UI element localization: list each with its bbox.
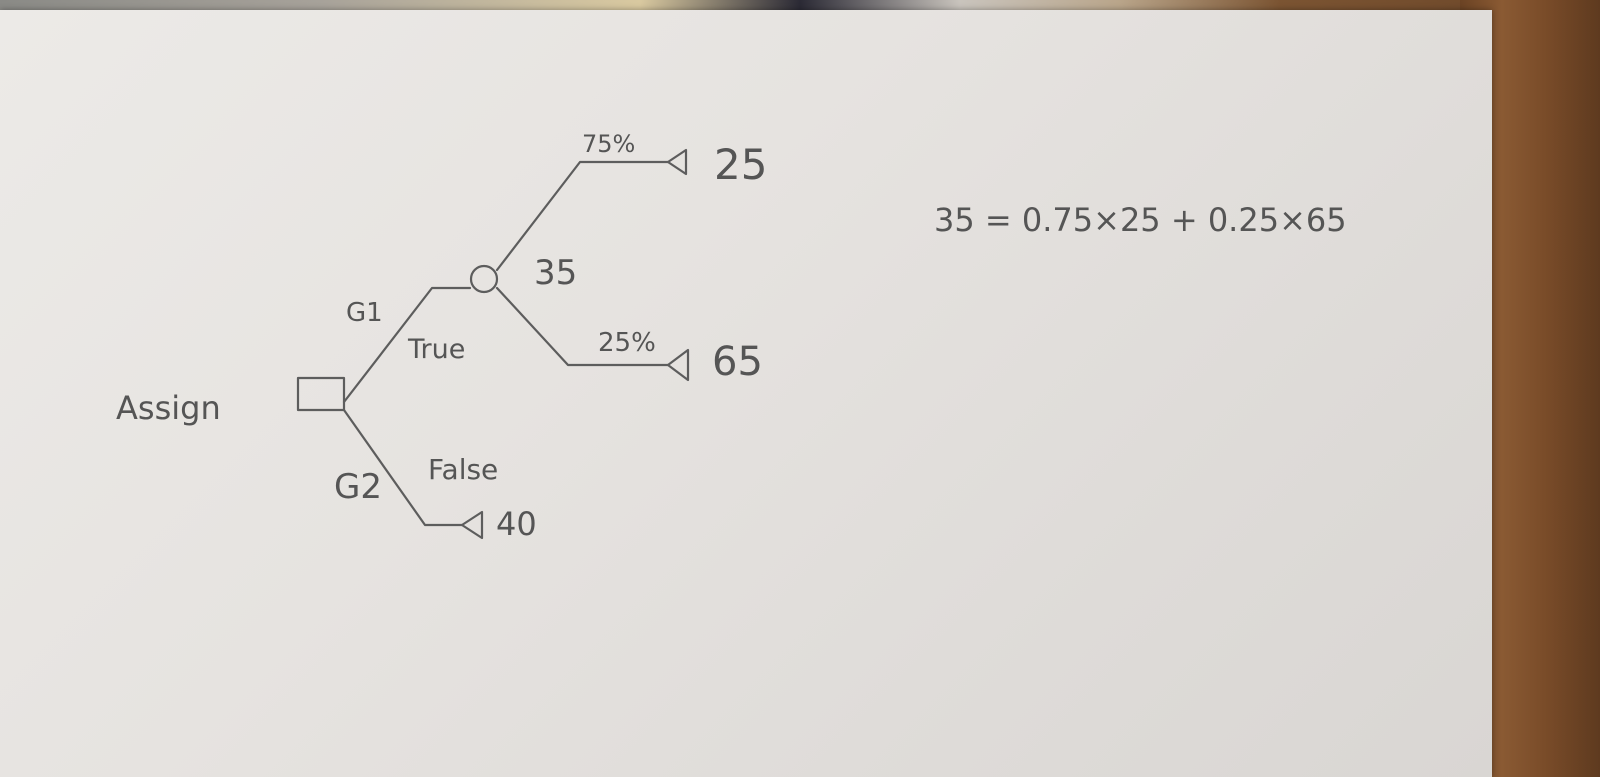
outcome-75-payoff: 25 [714, 140, 768, 189]
decision-label: Assign [116, 389, 221, 427]
outcome-25-payoff: 65 [712, 339, 763, 385]
terminal-triangle-25 [666, 148, 688, 176]
branch-g2-condition: False [428, 453, 499, 486]
branch-g1-condition: True [408, 334, 466, 365]
expected-value-formula: 35 = 0.75×25 + 0.25×65 [934, 201, 1347, 239]
chance-node-expected-value: 35 [534, 253, 578, 293]
branch-g2-line [342, 408, 464, 527]
branch-g1-line [342, 286, 472, 404]
outcome-75-line [495, 160, 670, 272]
decision-node-square [296, 376, 346, 412]
decision-tree-drawing [296, 148, 690, 540]
paper-sheet: Assign G1 True G2 False 40 35 75% 25 25%… [0, 10, 1492, 777]
outcome-25-line [495, 286, 670, 367]
branch-g1-label: G1 [346, 298, 383, 328]
chance-node-circle [469, 264, 499, 294]
outcome-25-probability: 25% [598, 328, 656, 358]
outcome-75-probability: 75% [582, 130, 636, 158]
branch-g2-payoff: 40 [496, 505, 537, 543]
terminal-triangle-65 [666, 348, 690, 382]
terminal-triangle-40 [460, 510, 484, 540]
branch-g2-label: G2 [334, 467, 382, 507]
